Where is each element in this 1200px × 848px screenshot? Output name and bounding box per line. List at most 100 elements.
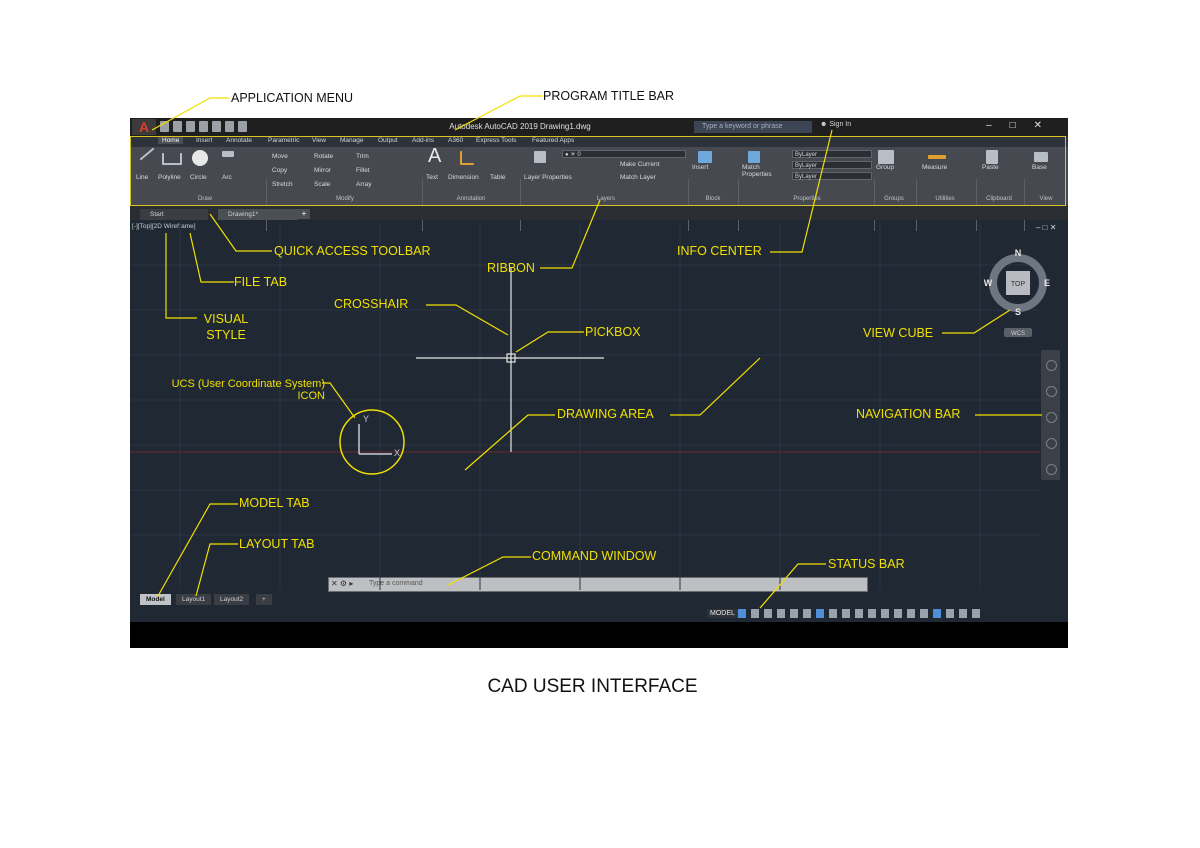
tab-a360[interactable]: A360 [448,137,464,144]
callout-file-tab: FILE TAB [234,275,288,289]
units-icon[interactable] [894,609,902,618]
tab-output[interactable]: Output [378,137,398,144]
steering-wheel-icon[interactable] [1046,360,1057,371]
open-icon[interactable] [173,121,182,132]
tab-featured-apps[interactable]: Featured Apps [532,137,575,144]
application-menu-button[interactable]: A [132,119,156,135]
navigation-bar[interactable] [1041,350,1060,480]
zoom-icon[interactable] [1046,412,1057,423]
text-icon[interactable]: A [428,145,442,167]
new-icon[interactable] [160,121,169,132]
make-current-button[interactable]: Make Current [620,161,660,168]
scale-tool[interactable]: Scale [314,181,331,188]
rotate-tool[interactable]: Rotate [314,153,334,160]
circle-icon[interactable] [192,150,208,166]
linetype-dropdown[interactable]: ByLayer [792,161,872,169]
lineweight-dropdown[interactable]: ByLayer [792,172,872,180]
group-icon[interactable] [878,150,894,164]
redo-icon[interactable] [238,121,247,132]
dimension-icon[interactable] [460,151,474,165]
tab-parametric[interactable]: Parametric [268,137,300,144]
command-window-buttons[interactable]: ✕ ⚙ ▸ [331,579,354,588]
arc-icon[interactable] [222,151,234,157]
save-icon[interactable] [186,121,195,132]
trim-tool[interactable]: Trim [356,153,369,160]
save-as-icon[interactable] [199,121,208,132]
insert-block-icon[interactable] [698,151,712,163]
tab-annotate[interactable]: Annotate [226,137,253,144]
tab-express-tools[interactable]: Express Tools [476,137,517,144]
minimize-icon[interactable]: – [986,120,992,131]
layer-properties-icon[interactable] [534,151,546,163]
callout-quick-access-toolbar: QUICK ACCESS TOOLBAR [274,244,431,258]
panel-label-view: View [1039,196,1053,202]
match-properties-icon[interactable] [748,151,760,163]
command-window[interactable]: ✕ ⚙ ▸ Type a command [328,577,868,592]
compass-ring[interactable] [989,254,1047,312]
copy-tool[interactable]: Copy [272,167,288,174]
polyline-icon[interactable] [162,153,182,165]
sign-in-link[interactable]: ☻ Sign In [820,121,851,128]
plot-icon[interactable] [212,121,221,132]
tab-home[interactable]: Home [158,137,184,144]
color-dropdown[interactable]: ByLayer [792,150,872,158]
layer-dropdown[interactable]: ● ☀ 0 [562,150,686,158]
tab-view[interactable]: View [312,137,326,144]
callout-ucs-line1: UCS (User Coordinate System) [171,378,325,390]
orbit-icon[interactable] [1046,438,1057,449]
maximize-icon[interactable]: □ [1009,120,1016,131]
undo-icon[interactable] [225,121,234,132]
base-view-icon[interactable] [1034,152,1048,162]
view-cube-face[interactable] [1006,271,1030,295]
tab-add-ins[interactable]: Add-ins [412,137,435,144]
array-tool[interactable]: Array [356,181,372,188]
lineweight-icon[interactable] [829,609,837,618]
annotation-monitor-icon[interactable] [881,609,889,618]
model-tab[interactable]: Model [140,594,171,605]
showmotion-icon[interactable] [1046,464,1057,475]
table-label[interactable]: Table [490,174,506,181]
isodraft-icon[interactable] [790,609,798,618]
grid-icon[interactable] [738,609,746,618]
lock-ui-icon[interactable] [920,609,928,618]
move-tool[interactable]: Move [272,153,288,160]
layout1-tab[interactable]: Layout1 [176,594,212,605]
close-icon[interactable]: ✕ [1033,120,1042,131]
snap-icon[interactable] [751,609,759,618]
file-tab-start[interactable]: Start [140,209,208,220]
match-layer-button[interactable]: Match Layer [620,174,656,181]
polar-icon[interactable] [777,609,785,618]
file-tab-drawing1[interactable]: Drawing1* [218,209,298,220]
object-snap-tracking-icon[interactable] [803,609,811,618]
object-snap-icon[interactable] [816,609,824,618]
clean-screen-icon[interactable] [959,609,967,618]
measure-icon[interactable] [928,155,946,159]
stretch-tool[interactable]: Stretch [272,181,293,188]
callout-ribbon: RIBBON [487,261,535,275]
wcs-menu[interactable] [1004,328,1032,337]
drawing-area[interactable]: [-][Top][2D Wireframe] – □ ✕ [130,220,1068,592]
workspace-icon[interactable] [868,609,876,618]
ortho-icon[interactable] [764,609,772,618]
fillet-tool[interactable]: Fillet [356,167,370,174]
quick-properties-icon[interactable] [907,609,915,618]
command-input[interactable]: Type a command [369,580,423,587]
new-tab-button[interactable]: + [298,209,310,219]
customize-menu-icon[interactable] [972,609,980,618]
tab-insert[interactable]: Insert [196,137,213,144]
add-layout-button[interactable]: + [256,594,272,605]
pan-icon[interactable] [1046,386,1057,397]
paste-icon[interactable] [986,150,998,164]
visual-style-control[interactable]: [-][Top][2D Wireframe] [132,223,196,230]
viewport-controls[interactable]: – □ ✕ [1036,223,1057,232]
isolate-objects-icon[interactable] [933,609,941,618]
search-input[interactable]: Type a keyword or phrase [694,121,812,133]
mirror-tool[interactable]: Mirror [314,167,331,174]
view-cube[interactable]: TOP N S E W WCS [984,248,1050,337]
model-space-button[interactable]: MODEL [707,609,738,618]
annotation-scale-icon[interactable] [842,609,850,618]
tab-manage[interactable]: Manage [340,137,364,144]
hardware-acceleration-icon[interactable] [946,609,954,618]
layout2-tab[interactable]: Layout2 [214,594,250,605]
annotation-visibility-icon[interactable] [855,609,863,618]
